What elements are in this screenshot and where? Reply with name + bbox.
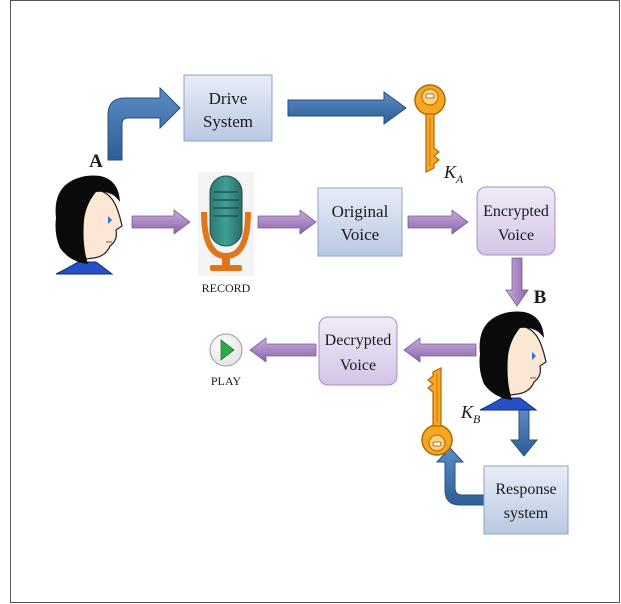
encrypted-voice-label-line1: Encrypted bbox=[483, 203, 549, 220]
blue-elbow-arrow-a-to-drive bbox=[107, 86, 181, 161]
person-b-label: B bbox=[534, 287, 547, 308]
purple-arrow-encrypted-to-b bbox=[505, 257, 529, 307]
purple-arrow-a-to-mic bbox=[131, 209, 191, 235]
purple-arrow-mic-to-original bbox=[257, 209, 317, 235]
key-b-label-sub: B bbox=[473, 412, 481, 426]
blue-elbow-arrow-response-to-key-b bbox=[435, 447, 485, 506]
key-a-label-sub: A bbox=[455, 172, 464, 186]
blue-arrow-b-to-response bbox=[509, 409, 539, 457]
drive-system-label-line2: System bbox=[203, 112, 253, 131]
key-b-label: KB bbox=[460, 402, 481, 426]
decrypted-voice-box: Decrypted Voice bbox=[318, 316, 398, 386]
key-a-label-main: K bbox=[443, 162, 457, 182]
encrypted-voice-box: Encrypted Voice bbox=[476, 186, 556, 256]
microphone-icon bbox=[198, 172, 254, 276]
response-system-box: Response system bbox=[483, 465, 569, 535]
play-icon bbox=[209, 333, 243, 367]
decrypted-voice-label-line1: Decrypted bbox=[325, 332, 392, 349]
key-a-icon bbox=[414, 84, 446, 173]
original-voice-label-line2: Voice bbox=[341, 225, 379, 244]
purple-arrow-original-to-encrypted bbox=[407, 209, 469, 235]
original-voice-label-line1: Original bbox=[332, 202, 389, 221]
key-a-label: KA bbox=[443, 162, 464, 186]
person-a-icon bbox=[54, 174, 123, 275]
decrypted-voice-label-line2: Voice bbox=[340, 357, 376, 374]
response-system-label-line1: Response bbox=[495, 481, 556, 498]
drive-system-box: Drive System bbox=[183, 74, 273, 142]
key-b-label-main: K bbox=[460, 402, 474, 422]
record-label: RECORD bbox=[202, 281, 251, 295]
response-system-label-line2: system bbox=[504, 505, 549, 522]
key-b-icon bbox=[421, 367, 453, 456]
person-b-icon bbox=[478, 310, 547, 411]
drive-system-label-line1: Drive bbox=[209, 89, 248, 108]
blue-arrow-drive-to-key-a bbox=[287, 91, 407, 125]
person-a-label: A bbox=[89, 151, 103, 172]
encrypted-voice-label-line2: Voice bbox=[498, 227, 534, 244]
play-label: PLAY bbox=[211, 374, 242, 388]
original-voice-box: Original Voice bbox=[317, 187, 403, 257]
purple-arrow-decrypted-to-play bbox=[249, 337, 317, 363]
purple-arrow-b-to-decrypted bbox=[403, 337, 477, 363]
